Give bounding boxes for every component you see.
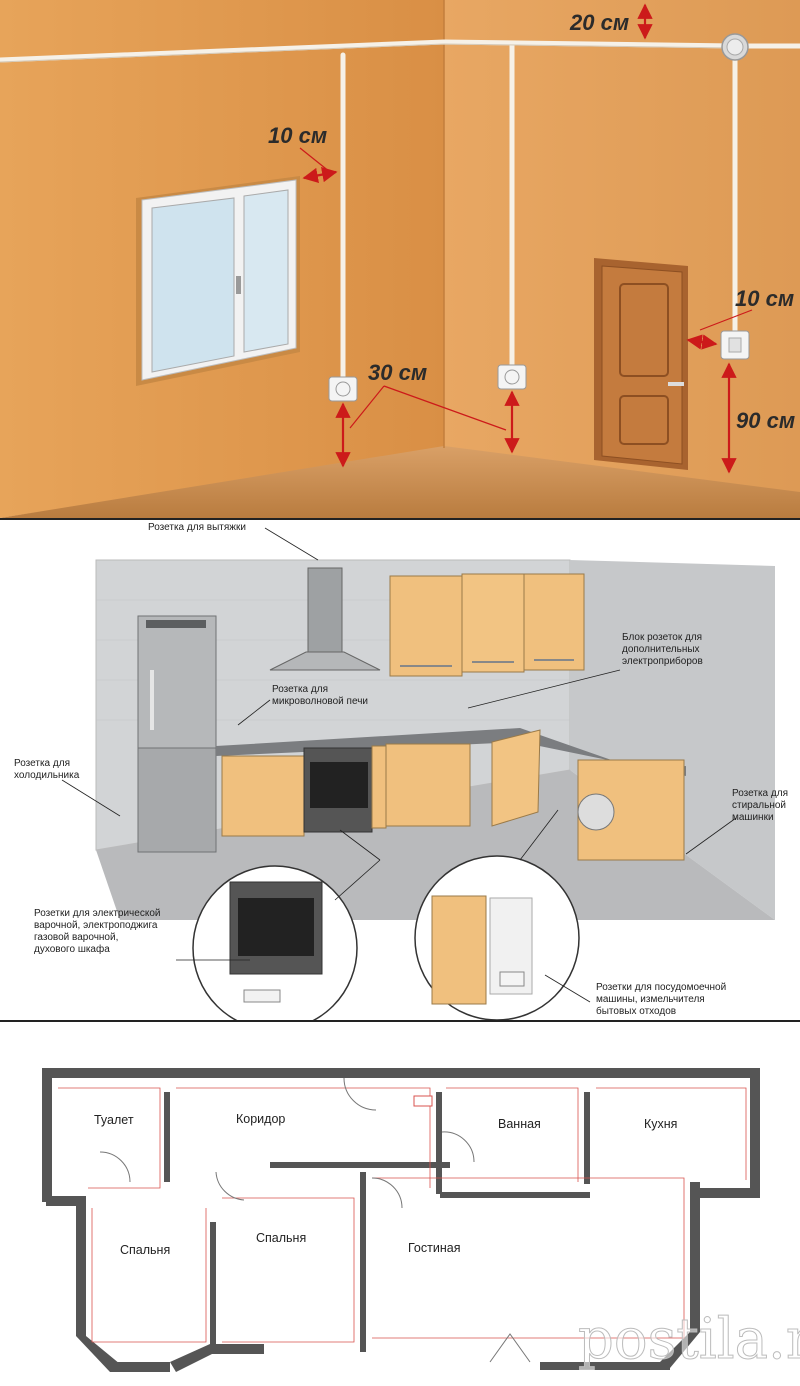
- dim-10cm-window: 10 см: [268, 123, 327, 148]
- cable-run: [0, 39, 800, 383]
- room-toilet: Туалет: [94, 1113, 134, 1127]
- socket-left: [328, 376, 358, 402]
- wall-cabinets: [389, 573, 585, 677]
- plan-walls: [42, 1068, 760, 1372]
- right-wall: [444, 0, 800, 518]
- doors: [99, 1077, 531, 1363]
- label-appliance-block: Блок розеток для дополнительных электроп…: [622, 632, 705, 667]
- label-hood-socket: Розетка для вытяжки: [148, 522, 246, 533]
- dim-90cm: 90 см: [736, 408, 795, 433]
- room-kitchen: Кухня: [644, 1117, 677, 1131]
- door: [594, 258, 688, 470]
- floor: [0, 446, 800, 518]
- fridge: [137, 615, 217, 853]
- label-dishwasher-sockets: Розетки для посудомоечной машины, измель…: [596, 982, 729, 1017]
- socket-right: [497, 364, 527, 390]
- label-cooktop-sockets: Розетки для электрической варочной, элек…: [34, 908, 163, 955]
- apartment-floor-plan: Туалет Коридор Ванная Кухня Спальня Спал…: [42, 1068, 800, 1373]
- hood: [269, 567, 381, 671]
- zoom-dishwasher: [414, 855, 580, 1020]
- wiring-lines: [58, 1087, 747, 1343]
- watermark: postila.ru: [578, 1307, 800, 1372]
- panel-divider: [0, 518, 800, 520]
- room-bedroom-1: Спальня: [120, 1243, 170, 1257]
- dim-10cm-switch: 10 см: [735, 286, 794, 311]
- label-fridge-socket: Розетка для холодильника: [14, 758, 80, 781]
- room-living: Гостиная: [408, 1241, 460, 1255]
- dim-20cm: 20 см: [569, 10, 629, 35]
- room-bathroom: Ванная: [498, 1117, 541, 1131]
- window: [136, 176, 300, 386]
- room-bedroom-2: Спальня: [256, 1231, 306, 1245]
- kitchen-sockets-illustration: Розетка для вытяжки Розетка для микровол…: [14, 522, 791, 1020]
- label-washer-socket: Розетка для стиральной машинки: [732, 788, 791, 823]
- base-cabinets: [221, 729, 685, 861]
- light-switch: [720, 330, 750, 360]
- zoom-oven: [192, 865, 358, 1020]
- room-corridor: Коридор: [236, 1112, 285, 1126]
- label-microwave-socket: Розетка для микроволновой печи: [272, 684, 368, 707]
- dim-30cm: 30 см: [368, 360, 427, 385]
- wall-wiring-illustration: 20 см 10 см 30 см 10 см 90 см: [0, 0, 800, 518]
- panel-divider-2: [0, 1020, 800, 1022]
